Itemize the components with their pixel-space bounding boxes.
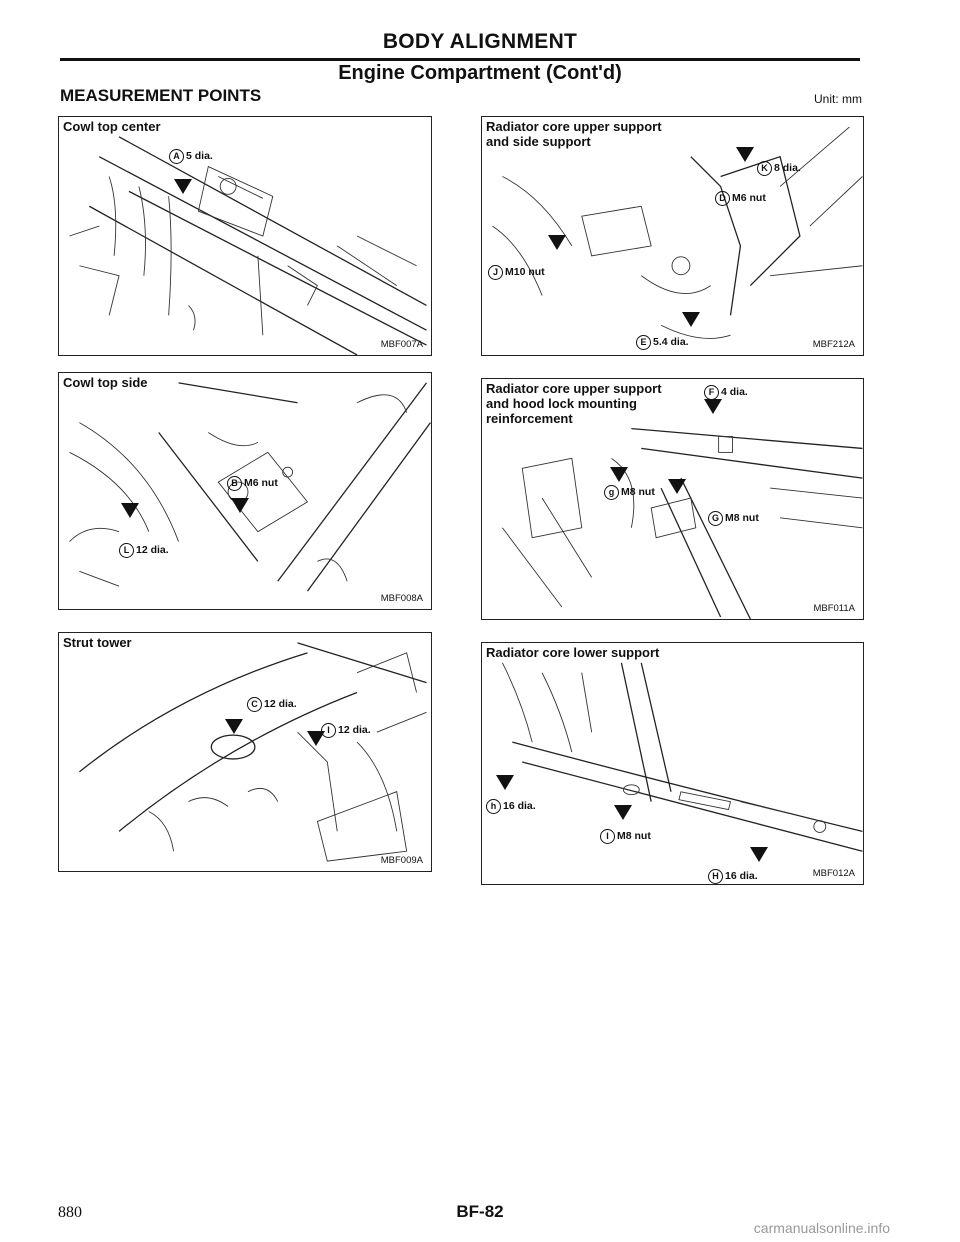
folio: BF-82	[456, 1202, 504, 1221]
figure-label: Radiator core upper support and hood loc…	[486, 381, 662, 426]
figure-code: MBF008A	[380, 593, 423, 604]
figure-code: MBF007A	[380, 339, 423, 350]
measurement-arrow	[496, 775, 514, 790]
figure-label: Radiator core lower support	[486, 645, 660, 660]
figure-code: MBF011A	[813, 603, 855, 614]
measurement-arrow	[610, 467, 628, 482]
figure-radiator-core-hood-lock: Radiator core upper support and hood loc…	[481, 378, 864, 620]
measurement-arrow	[121, 503, 139, 518]
figure-label: Strut tower	[63, 635, 132, 650]
watermark[interactable]: carmanualsonline.info	[753, 1220, 890, 1236]
measurement-points-heading: MEASUREMENT POINTS	[60, 86, 262, 105]
measurement-arrow	[704, 399, 722, 414]
measurement-arrow	[682, 312, 700, 327]
radiator-core-upper-side-drawing	[492, 126, 863, 339]
radiator-core-lower-drawing	[502, 662, 863, 852]
measurement-arrow	[231, 498, 249, 513]
measurement-arrow	[614, 805, 632, 820]
subsection-title: Engine Compartment (Cont'd)	[338, 62, 622, 84]
figure-label: Cowl top side	[63, 375, 148, 390]
section-title: BODY ALIGNMENT	[382, 30, 578, 53]
figure-label: Radiator core upper support and side sup…	[486, 119, 662, 149]
measurement-arrow	[174, 179, 192, 194]
header-rule	[60, 58, 860, 61]
figure-radiator-core-upper-side: Radiator core upper support and side sup…	[481, 116, 864, 356]
figure-label: Cowl top center	[63, 119, 161, 134]
measurement-arrow	[225, 719, 243, 734]
measurement-arrow	[668, 479, 686, 494]
figure-code: MBF012A	[812, 868, 855, 879]
cowl-top-side-drawing	[69, 382, 431, 592]
cowl-top-center-drawing	[69, 136, 427, 355]
measurement-arrow	[548, 235, 566, 250]
measurement-arrow	[736, 147, 754, 162]
figure-code: MBF212A	[812, 339, 855, 350]
measurement-arrow	[307, 731, 325, 746]
figure-code: MBF009A	[380, 855, 423, 866]
radiator-core-hood-lock-drawing	[502, 427, 863, 619]
measurement-arrow	[750, 847, 768, 862]
strut-tower-drawing	[78, 642, 427, 862]
unit-label: Unit: mm	[814, 92, 862, 106]
page-number: 880	[58, 1204, 82, 1221]
